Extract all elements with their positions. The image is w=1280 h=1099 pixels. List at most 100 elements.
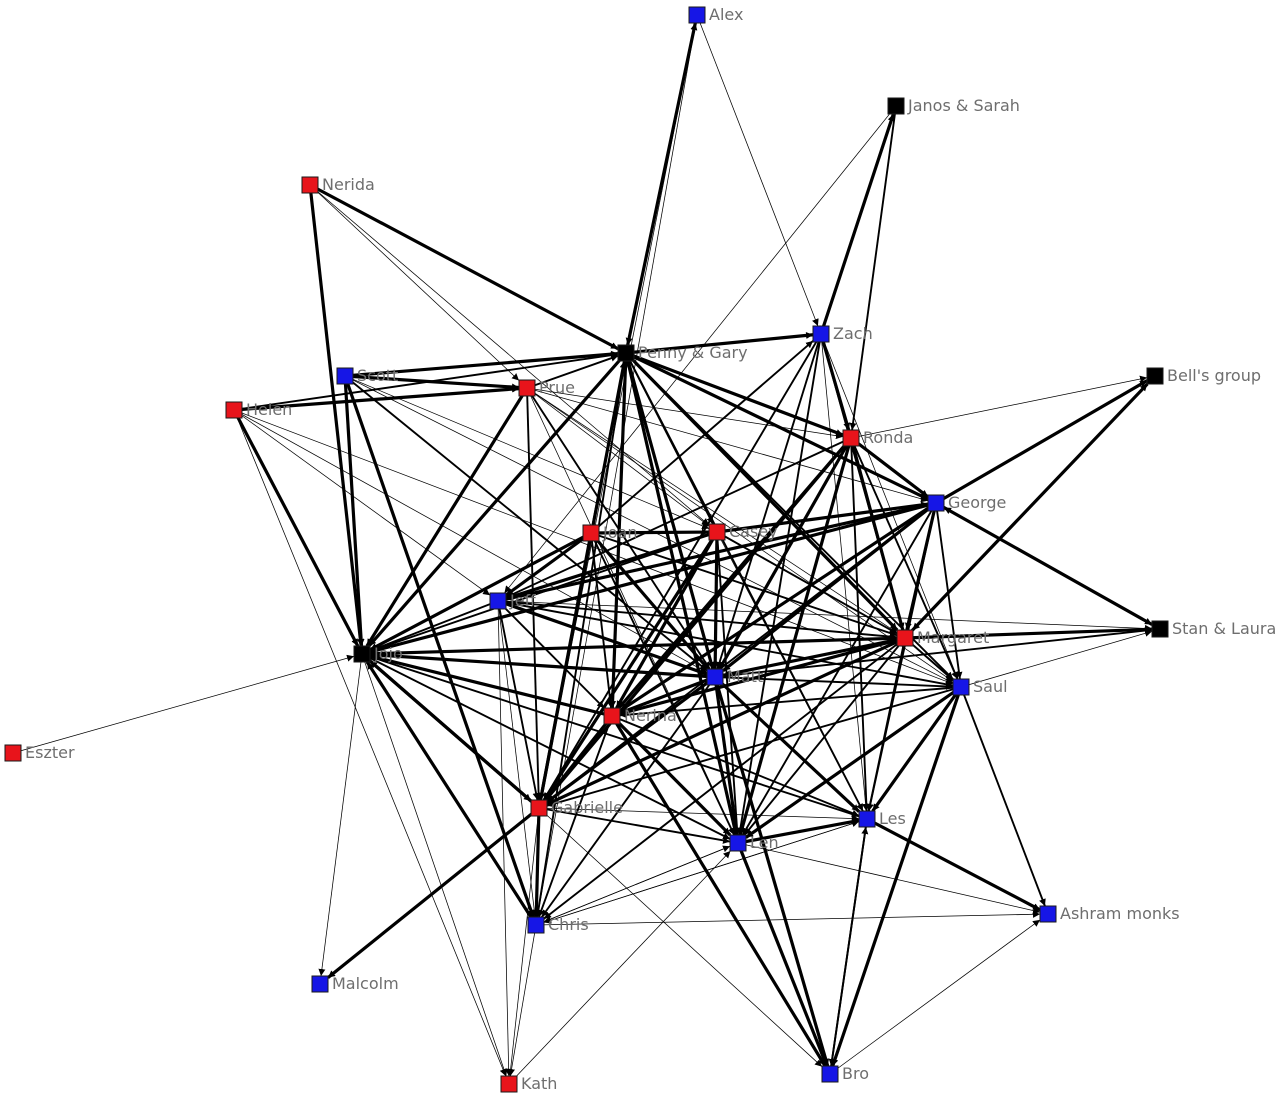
edge-jojo-to-kath [361, 653, 508, 1077]
node-bro[interactable]: Bro [821, 1064, 869, 1083]
node-label: Eszter [25, 743, 75, 762]
node-margaret[interactable]: Margaret [896, 628, 989, 647]
node-pennygary[interactable]: Penny & Gary [617, 343, 748, 362]
node-square[interactable] [952, 678, 970, 696]
edge-jeff-to-matt [497, 599, 708, 676]
node-malcolm[interactable]: Malcolm [311, 974, 399, 993]
node-george[interactable]: George [927, 493, 1006, 512]
edge-matt-to-bro [713, 676, 830, 1067]
node-matt[interactable]: Matt [706, 667, 763, 686]
edge-matt-to-jojo [369, 651, 716, 679]
node-label: Scott [357, 366, 398, 385]
edge-ronda-to-margaret [849, 437, 905, 631]
node-helen[interactable]: Helen [225, 400, 292, 419]
node-square[interactable] [896, 629, 914, 647]
node-square[interactable] [842, 429, 860, 447]
node-square[interactable] [527, 916, 545, 934]
edge-ronda-to-george [850, 436, 929, 499]
node-square[interactable] [530, 799, 548, 817]
node-square[interactable] [489, 592, 507, 610]
node-square[interactable] [1039, 905, 1057, 923]
edge-chris-to-les [535, 820, 860, 926]
node-square[interactable] [582, 524, 600, 542]
node-square[interactable] [706, 668, 724, 686]
node-square[interactable] [301, 176, 319, 194]
node-square[interactable] [858, 810, 876, 828]
edge-prue-to-pennygary [526, 354, 619, 389]
edge-bro-to-ashrammonks [829, 919, 1041, 1075]
edge-pennygary-to-jojo [367, 351, 628, 648]
node-gabrielle[interactable]: Gabrielle [530, 798, 623, 817]
edge-margaret-to-les [866, 637, 906, 812]
node-joan[interactable]: Joan [582, 523, 637, 542]
node-square[interactable] [617, 344, 635, 362]
edge-len-to-les [737, 818, 860, 845]
edge-jeff-to-stanlaura [497, 600, 1153, 632]
node-label: Les [879, 809, 906, 828]
node-stanlaura[interactable]: Stan & Laura [1151, 619, 1276, 638]
node-square[interactable] [225, 401, 243, 419]
node-nerida[interactable]: Nerida [301, 175, 375, 194]
edge-stanlaura-to-george [943, 507, 1161, 630]
node-square[interactable] [1146, 367, 1164, 385]
node-square[interactable] [311, 975, 329, 993]
node-label: Gabrielle [551, 798, 623, 817]
node-square[interactable] [708, 523, 726, 541]
node-label: Janos & Sarah [907, 96, 1020, 115]
node-saul[interactable]: Saul [952, 677, 1008, 696]
node-label: Malcolm [332, 974, 399, 993]
node-les[interactable]: Les [858, 809, 906, 828]
node-square[interactable] [336, 367, 354, 385]
edge-nerida-to-pennygary [309, 183, 619, 351]
node-bellsgroup[interactable]: Bell's group [1146, 366, 1261, 385]
node-square[interactable] [729, 834, 747, 852]
edge-helen-to-jojo [232, 409, 360, 647]
node-eszter[interactable]: Eszter [4, 743, 75, 762]
node-square[interactable] [4, 744, 22, 762]
node-square[interactable] [353, 645, 371, 663]
node-scott[interactable]: Scott [336, 366, 398, 385]
edge-chris-to-jojo [365, 661, 538, 926]
node-square[interactable] [927, 494, 945, 512]
node-ashrammonks[interactable]: Ashram monks [1039, 904, 1180, 923]
node-len[interactable]: Len [729, 833, 779, 852]
edge-matt-to-stanlaura [714, 627, 1153, 678]
node-square[interactable] [821, 1065, 839, 1083]
node-kath[interactable]: Kath [500, 1074, 557, 1093]
node-alex[interactable]: Alex [688, 5, 743, 24]
node-nerina[interactable]: Nerina [603, 706, 677, 725]
edge-nerina-to-gabrielle [544, 715, 614, 801]
node-square[interactable] [518, 379, 536, 397]
edge-joan-to-zach [590, 340, 814, 534]
edge-bro-to-les [829, 826, 869, 1075]
edge-janossarah-to-ronda [849, 105, 897, 431]
node-label: Stan & Laura [1172, 619, 1276, 638]
node-prue[interactable]: Prue [518, 378, 575, 397]
edge-jojo-to-les [361, 653, 860, 818]
edge-margaret-to-chris [543, 637, 906, 920]
node-janossarah[interactable]: Janos & Sarah [887, 96, 1020, 115]
node-ronda[interactable]: Ronda [842, 428, 913, 447]
edge-matt-to-saul [714, 676, 954, 690]
node-label: Bro [842, 1064, 869, 1083]
node-label: Nerida [322, 175, 375, 194]
node-zach[interactable]: Zach [812, 324, 873, 343]
edge-nerida-to-prue [309, 184, 520, 381]
node-square[interactable] [603, 707, 621, 725]
edge-ronda-to-jeff [505, 437, 852, 599]
node-square[interactable] [1151, 620, 1169, 638]
node-square[interactable] [688, 6, 706, 24]
node-square[interactable] [812, 325, 830, 343]
node-square[interactable] [887, 97, 905, 115]
node-chris[interactable]: Chris [527, 915, 589, 934]
edge-casey-to-les [716, 531, 864, 812]
node-jojo[interactable]: Jojo [353, 644, 403, 663]
node-casey[interactable]: Casey [708, 522, 778, 541]
node-label: Ronda [863, 428, 913, 447]
edge-casey-to-gabrielle [542, 531, 719, 801]
node-jeff[interactable]: Jeff [489, 591, 537, 610]
edge-eszter-to-jojo [12, 654, 355, 754]
node-square[interactable] [500, 1075, 518, 1093]
edge-matt-to-len [713, 676, 740, 836]
